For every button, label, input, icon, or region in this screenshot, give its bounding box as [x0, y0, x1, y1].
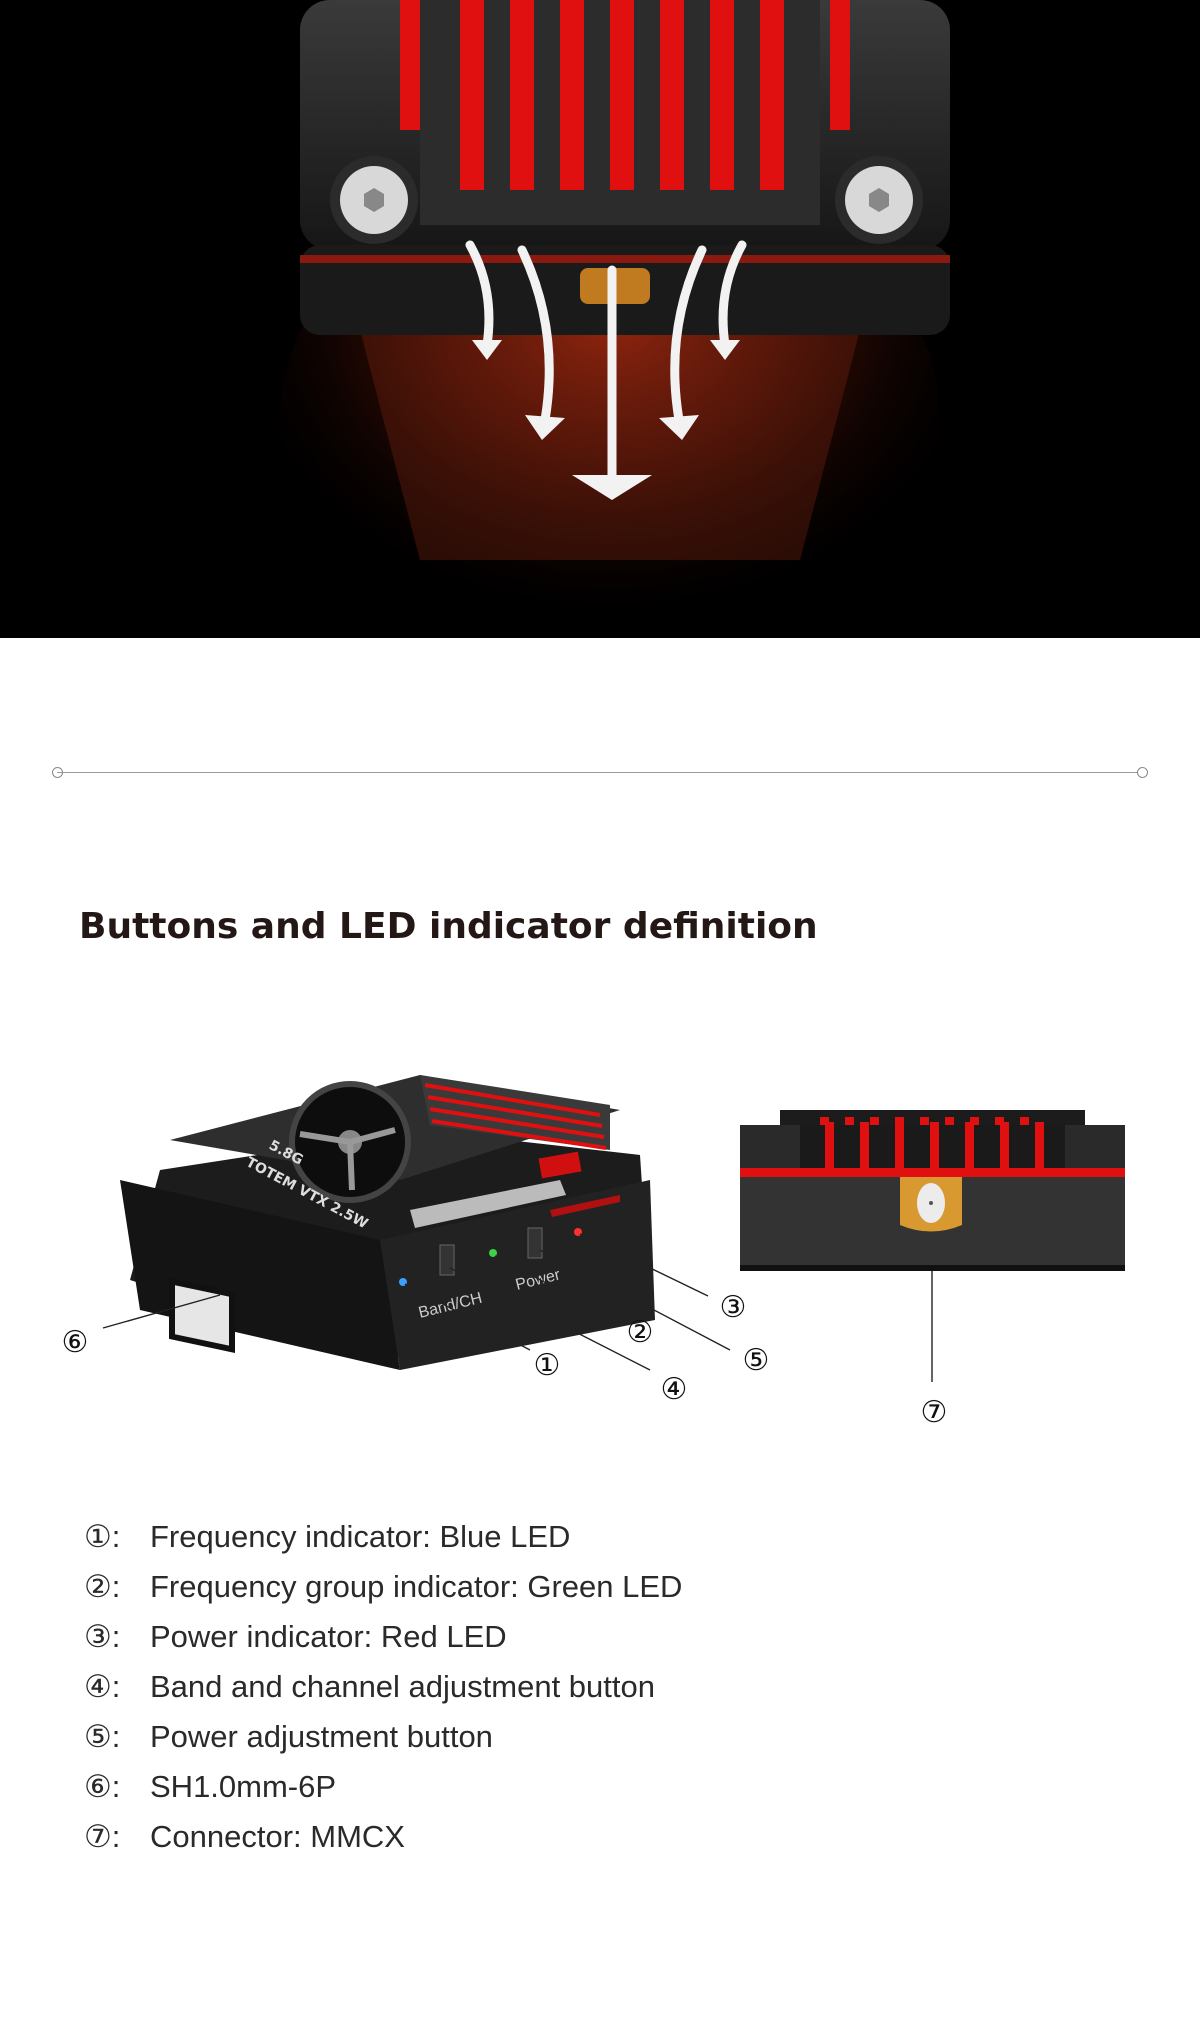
- vtx-perspective-icon: TOTEM VTX 2.5W 5.8G Band/CH Power: [120, 1075, 655, 1370]
- list-item: ⑦: Connector: MMCX: [84, 1812, 682, 1862]
- list-item: ④: Band and channel adjustment button: [84, 1662, 682, 1712]
- definitions-list: ①: Frequency indicator: Blue LED ②: Freque…: [84, 1512, 682, 1862]
- vtx-device-illustration: TOTEM VTX 2.5W 5.8G Band/CH Power: [102, 1075, 1125, 1382]
- item-number: ⑦:: [84, 1819, 121, 1854]
- list-item: ⑥: SH1.0mm-6P: [84, 1762, 682, 1812]
- item-text: Frequency group indicator: Green LED: [150, 1569, 683, 1604]
- item-text: Connector: MMCX: [150, 1819, 405, 1854]
- section-divider: [57, 772, 1143, 773]
- list-item: ⑤: Power adjustment button: [84, 1712, 682, 1762]
- callout-4: ④: [660, 1372, 688, 1407]
- list-item: ①: Frequency indicator: Blue LED: [84, 1512, 682, 1562]
- section-title: Buttons and LED indicator definition: [79, 906, 818, 947]
- item-text: Frequency indicator: Blue LED: [150, 1519, 571, 1554]
- callout-7: ⑦: [920, 1395, 948, 1430]
- list-item: ②: Frequency group indicator: Green LED: [84, 1562, 682, 1612]
- list-item: ③: Power indicator: Red LED: [84, 1612, 682, 1662]
- item-number: ②:: [84, 1569, 121, 1604]
- item-text: Power adjustment button: [150, 1719, 493, 1754]
- item-number: ⑤:: [84, 1719, 121, 1754]
- divider-right-dot: [1137, 767, 1148, 778]
- device-diagram: TOTEM VTX 2.5W 5.8G Band/CH Power: [0, 1060, 1200, 1460]
- item-number: ⑥:: [84, 1769, 121, 1804]
- heatsink-airflow-icon: [280, 0, 950, 638]
- item-number: ④:: [84, 1669, 121, 1704]
- callout-3: ③: [719, 1290, 747, 1325]
- item-number: ①:: [84, 1519, 121, 1554]
- item-text: Band and channel adjustment button: [150, 1669, 655, 1704]
- hero-heatsink-image: [0, 0, 1200, 638]
- callout-1: ①: [533, 1348, 561, 1383]
- item-text: SH1.0mm-6P: [150, 1769, 337, 1804]
- callout-2: ②: [626, 1315, 654, 1350]
- item-number: ③:: [84, 1619, 121, 1654]
- callout-6: ⑥: [61, 1325, 89, 1360]
- callout-5: ⑤: [742, 1343, 770, 1378]
- item-text: Power indicator: Red LED: [150, 1619, 507, 1654]
- vtx-side-icon: [740, 1110, 1125, 1271]
